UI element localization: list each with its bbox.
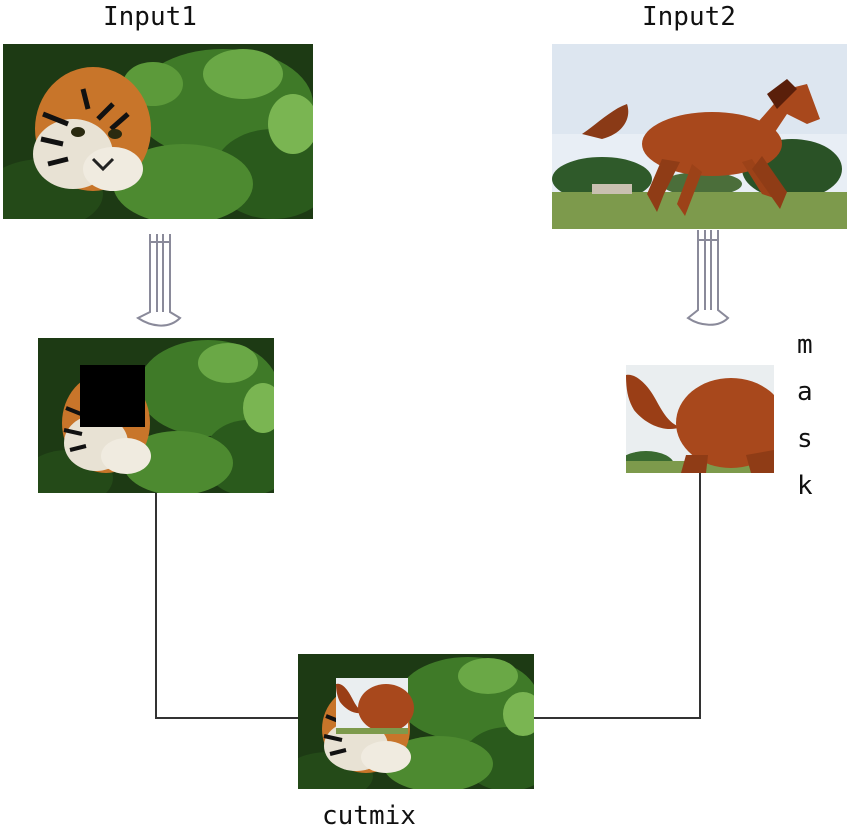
input2-label: Input2 [642,2,736,32]
cropped-input2-image [626,365,774,473]
pasted-horse-patch [336,678,414,734]
input1-label: Input1 [103,2,197,32]
mask-letter-a: a [797,377,813,407]
cutmix-label: cutmix [322,801,416,831]
mask-letter-k: k [797,471,813,501]
cutmix-output-image [298,654,534,789]
input1-tiger-image [3,44,313,219]
masked-input1-image [38,338,274,493]
mask-label: m a s k [797,322,813,510]
input2-horse-image [552,44,847,229]
mask-letter-m: m [797,330,813,360]
mask-letter-s: s [797,424,813,454]
